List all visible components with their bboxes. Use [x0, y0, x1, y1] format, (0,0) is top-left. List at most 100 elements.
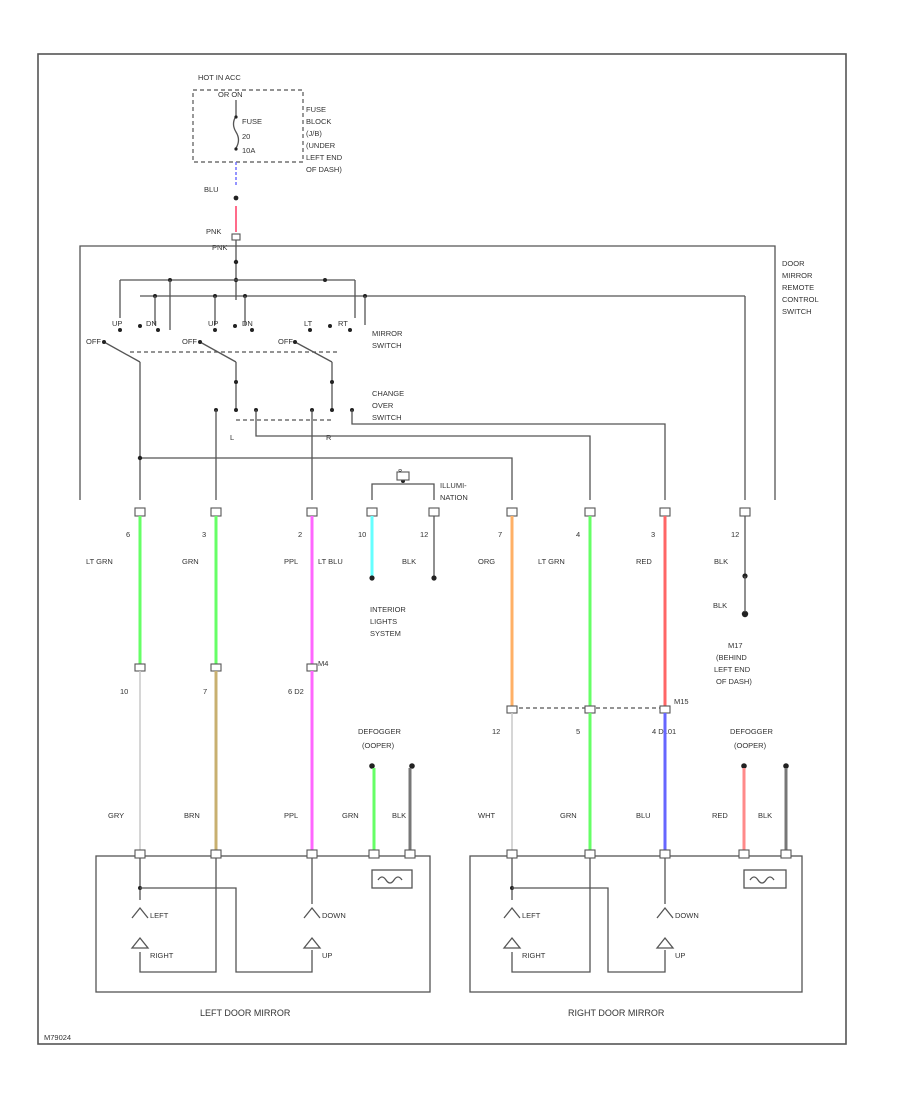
motor-left: LEFT [150, 911, 169, 920]
motor-right: RIGHT [522, 951, 546, 960]
wire-label: LT BLU [318, 557, 343, 566]
switch-pin-terminal [739, 507, 751, 517]
mirror-wire-label: PPL [284, 811, 298, 820]
sw-label: RT [338, 319, 348, 328]
fuse-desc-4: (UNDER [306, 141, 336, 150]
switch-pin-terminal [659, 507, 671, 517]
co-label-l: L [230, 433, 234, 442]
wire-label: BLK [402, 557, 416, 566]
fuse-label: FUSE [242, 117, 262, 126]
switch-pin-terminal [134, 507, 146, 517]
wire-pnk-label: PNK [206, 227, 221, 236]
switch-pin-terminal [366, 507, 378, 517]
illumination: 8 ILLUMI- NATION [371, 467, 468, 502]
hot-label: HOT IN ACC [198, 73, 241, 82]
change-over-label-3: SWITCH [372, 413, 402, 422]
interior-label-1: INTERIOR [370, 605, 406, 614]
remote-switch-boundary [79, 245, 776, 500]
mirror-switch: OFF UP DN OFF UP DN OFF LT RT MIRROR SWI… [86, 319, 403, 363]
ccw-label: OR ON [218, 90, 243, 99]
wire-pnk2-label: PNK [212, 243, 227, 252]
sw-label: OFF [182, 337, 197, 346]
left-mirror-label: LEFT DOOR MIRROR [200, 1008, 291, 1018]
defogger-left-1: DEFOGGER [358, 727, 402, 736]
wire-label: RED [636, 557, 652, 566]
ground-label-2: (BEHIND [716, 653, 747, 662]
wire-label: GRN [182, 557, 199, 566]
mirror-wire-label: WHT [478, 811, 495, 820]
wire-label: BLK [714, 557, 728, 566]
fuse-desc-1: FUSE [306, 105, 326, 114]
interior-label-2: LIGHTS [370, 617, 397, 626]
motor-up: UP [675, 951, 685, 960]
mirror-wire-label: GRY [108, 811, 124, 820]
switch-pin-number: 3 [202, 530, 206, 539]
wire-blu-label: BLU [204, 185, 219, 194]
switch-pin-terminal [506, 507, 518, 517]
splice-m4: M4 [318, 659, 328, 668]
remote-switch-label-3: REMOTE [782, 283, 814, 292]
mirror-wire-label: GRN [342, 811, 359, 820]
sw-label: LT [304, 319, 313, 328]
remote-switch-label-5: SWITCH [782, 307, 812, 316]
remote-switch-label-2: MIRROR [782, 271, 813, 280]
right-mirror-label: RIGHT DOOR MIRROR [568, 1008, 665, 1018]
motor-left: LEFT [522, 911, 541, 920]
ground-label-4: OF DASH) [716, 677, 752, 686]
switch-pin-number: 12 [731, 530, 739, 539]
switch-pin-terminal [584, 507, 596, 517]
switch-pin-number: 4 [576, 530, 580, 539]
sw-label: UP [208, 319, 218, 328]
fuse-desc-3: (J/B) [306, 129, 322, 138]
switch-pin-number: 3 [651, 530, 655, 539]
wire-label: LT GRN [538, 557, 565, 566]
switch-pin-number: 12 [420, 530, 428, 539]
fuse-amp: 10A [242, 146, 255, 155]
footer-code: M79024 [44, 1033, 71, 1042]
defogger-right-1: DEFOGGER [730, 727, 774, 736]
mirror-pin: 10 [120, 687, 128, 696]
fuse-number: 20 [242, 132, 250, 141]
sw-label: DN [242, 319, 253, 328]
switch-pin-terminal [210, 507, 222, 517]
mirror-switch-label-1: MIRROR [372, 329, 403, 338]
switch-pin-number: 6 [126, 530, 130, 539]
switch-pin-terminal [428, 507, 440, 517]
mirror-pin: 5 [576, 727, 580, 736]
change-over-label-2: OVER [372, 401, 394, 410]
sw-label: DN [146, 319, 157, 328]
defogger-left-2: (OOPER) [362, 741, 395, 750]
sw-label: OFF [86, 337, 101, 346]
defogger-right-2: (OOPER) [734, 741, 767, 750]
illum-label-2: NATION [440, 493, 468, 502]
change-over-label-1: CHANGE [372, 389, 404, 398]
wire-label: PPL [284, 557, 298, 566]
mirror-pin: 7 [203, 687, 207, 696]
motor-right: RIGHT [150, 951, 174, 960]
switch-pin-number: 7 [498, 530, 502, 539]
wire-label: LT GRN [86, 557, 113, 566]
motor-down: DOWN [322, 911, 346, 920]
right-door-mirror: LEFT RIGHT DOWN UP [469, 849, 803, 993]
diagram-frame [37, 53, 847, 1045]
switch-pin-number: 10 [358, 530, 366, 539]
blk-ground-label: BLK [713, 601, 727, 610]
mirror-wire-label: GRN [560, 811, 577, 820]
fuse-desc-2: BLOCK [306, 117, 331, 126]
mirror-switch-label-2: SWITCH [372, 341, 402, 350]
motor-down: DOWN [675, 911, 699, 920]
fuse-desc-5: LEFT END [306, 153, 343, 162]
mirror-wire-label: BLK [392, 811, 406, 820]
mirror-wire-label: BLK [758, 811, 772, 820]
co-label-r: R [326, 433, 332, 442]
illum-label-1: ILLUMI- [440, 481, 467, 490]
mirror-pin: 12 [492, 727, 500, 736]
fuse-desc-6: OF DASH) [306, 165, 342, 174]
remote-switch-label-1: DOOR [782, 259, 805, 268]
sw-label: OFF [278, 337, 293, 346]
motor-up: UP [322, 951, 332, 960]
left-door-mirror: LEFT RIGHT DOWN UP [95, 849, 431, 993]
mirror-wire-label: BLU [636, 811, 651, 820]
mirror-pin: 6 D2 [288, 687, 304, 696]
switch-pin-terminal [306, 507, 318, 517]
